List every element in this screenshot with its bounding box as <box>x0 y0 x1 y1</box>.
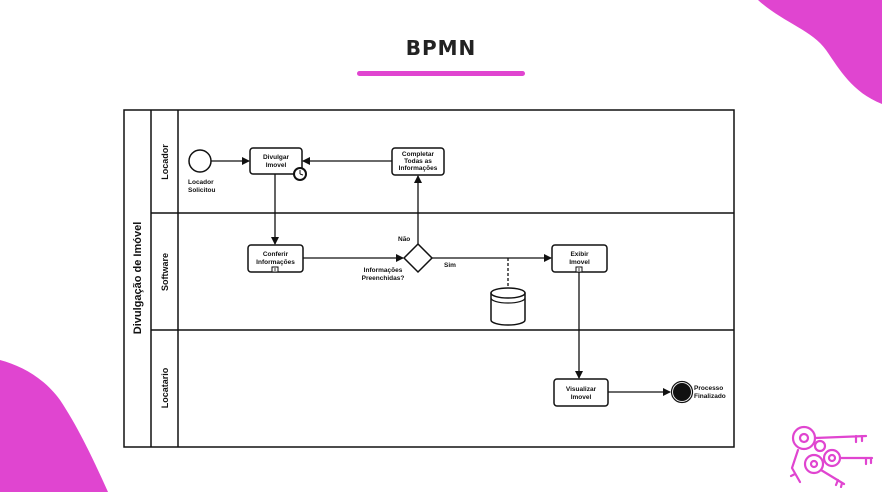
subprocess-marker-icon <box>575 266 583 273</box>
page-title: BPMN <box>405 36 477 60</box>
task-completar-line1: Completar <box>402 151 435 158</box>
gateway-no-label: Não <box>398 236 410 243</box>
task-divulgar-imovel: Divulgar Imovel <box>249 147 307 181</box>
end-event-label-line1: Processo <box>694 385 723 392</box>
task-completar-informacoes: Completar Todas as Informações <box>391 147 445 176</box>
task-exibir-line2: Imovel <box>569 259 590 266</box>
task-conferir-line2: Informações <box>256 259 295 266</box>
subprocess-marker-icon <box>271 266 279 273</box>
task-visualizar-line1: Visualizar <box>566 386 597 393</box>
gateway-yes-label: Sim <box>444 262 456 269</box>
task-divulgar-line2: Imovel <box>266 162 287 169</box>
start-event-label-line1: Locador <box>188 179 214 186</box>
keys-icon <box>789 425 874 488</box>
task-exibir-line1: Exibir <box>570 251 589 258</box>
lane-label-locador: Locador <box>160 144 170 180</box>
database-icon <box>490 287 526 326</box>
task-exibir-imovel: Exibir Imovel <box>551 244 608 273</box>
task-completar-line3: Informações <box>399 165 438 172</box>
task-conferir-line1: Conferir <box>263 251 289 258</box>
start-event-label-line2: Solicitou <box>188 187 215 194</box>
task-conferir-informacoes: Conferir Informações <box>247 244 304 273</box>
lane-label-software: Software <box>160 253 170 291</box>
clock-icon <box>293 167 307 181</box>
task-completar-line2: Todas as <box>404 158 432 165</box>
end-event-label-line2: Finalizado <box>694 393 726 400</box>
sequence-flows <box>211 157 671 396</box>
gateway-question-line1: Informações <box>364 267 403 274</box>
gateway-question-line2: Preenchidas? <box>362 275 405 282</box>
lane-label-locatario: Locatario <box>160 367 170 408</box>
title-underline <box>357 71 525 76</box>
pool-label: Divulgação de Imóvel <box>132 222 144 334</box>
end-event: Processo Finalizado <box>670 380 726 404</box>
task-divulgar-line1: Divulgar <box>263 154 289 161</box>
task-visualizar-line2: Imovel <box>571 394 592 401</box>
decision-gateway: Não Sim Informações Preenchidas? <box>362 236 456 282</box>
task-visualizar-imovel: Visualizar Imovel <box>553 378 609 407</box>
